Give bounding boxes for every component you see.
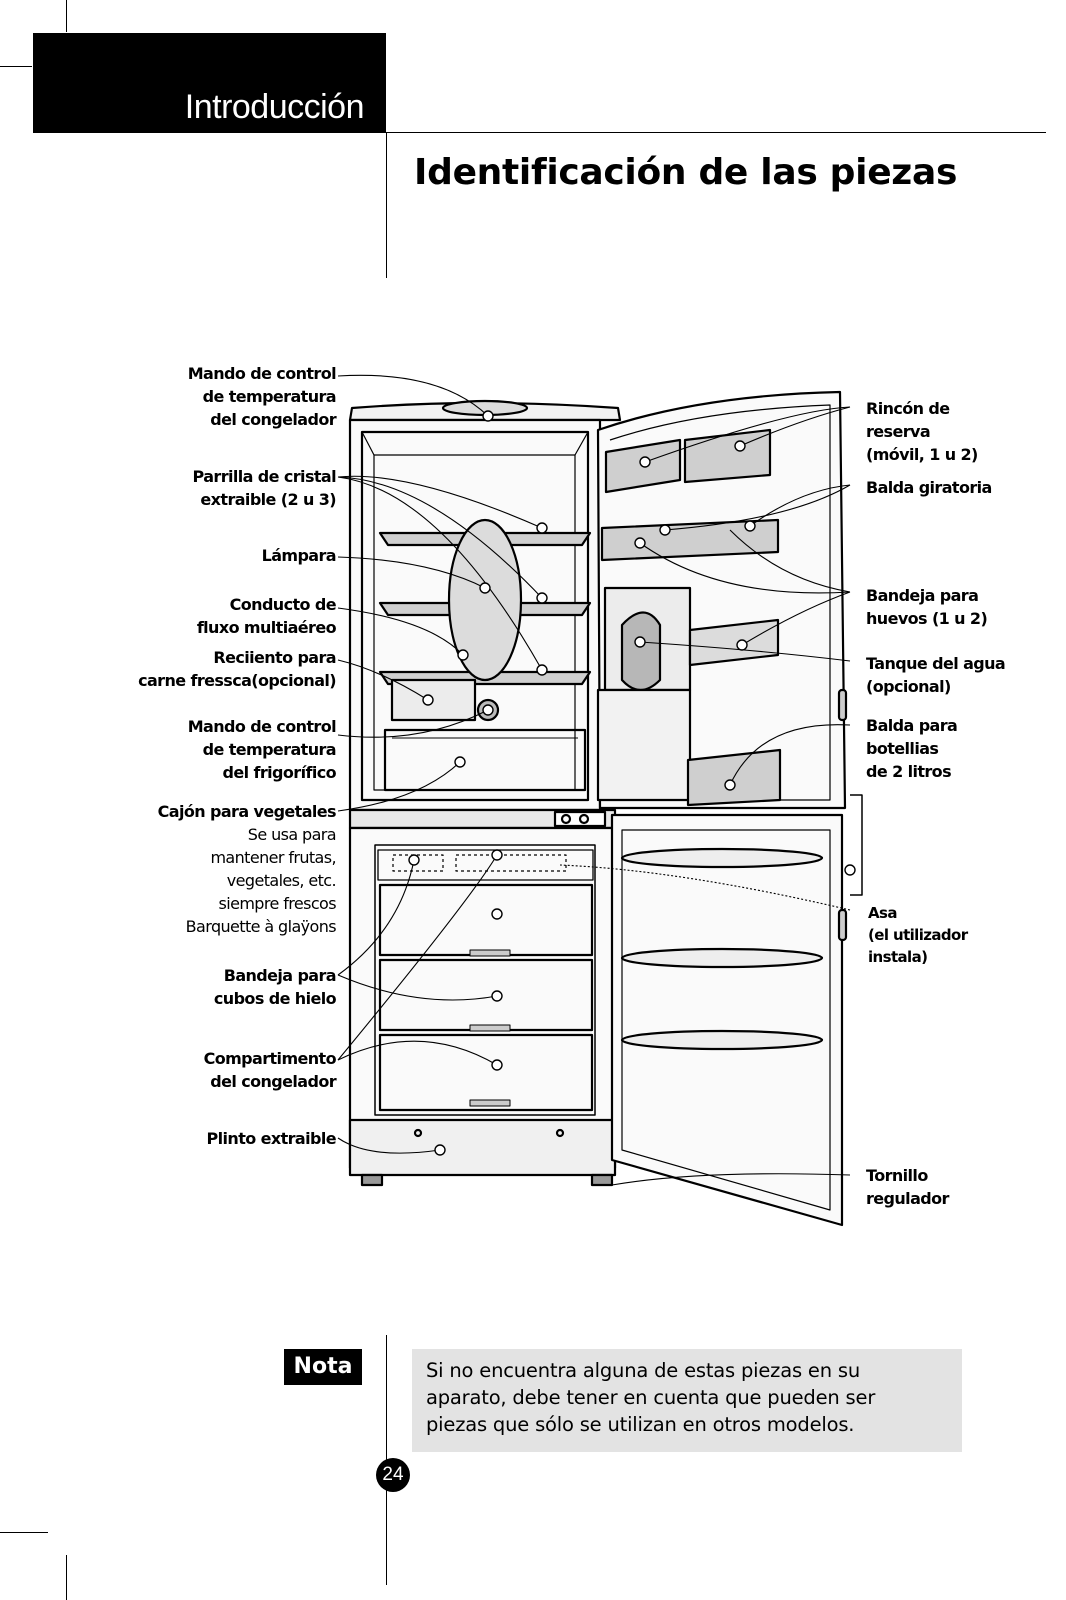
label-freezer-temperature-control: Mando de control de temperatura del cong… <box>187 364 337 429</box>
section-name: Introducción <box>184 88 365 126</box>
section-tab: Introducción <box>33 33 386 133</box>
label-vegetable-drawer: Cajón para vegetales Se usa para mantene… <box>157 802 337 936</box>
label-fresh-meat-box: Reciiento para carne fressca(opcional) <box>138 648 337 690</box>
label-freezer-compartment: Compartimento del congelador <box>203 1049 337 1091</box>
note-badge: Nota <box>284 1349 362 1385</box>
label-fridge-temperature-control: Mando de control de temperatura del frig… <box>187 717 337 782</box>
label-bottle-shelf: Balda para botellias de 2 litros <box>866 716 958 781</box>
label-multi-air-duct: Conducto de fluxo multiaéreo <box>196 595 337 637</box>
crop-mark <box>0 66 32 67</box>
note-line: piezas que sólo se utilizan en otros mod… <box>426 1413 855 1436</box>
crop-mark <box>0 1532 48 1533</box>
note-line: Si no encuentra alguna de estas piezas e… <box>426 1359 860 1382</box>
label-glass-shelf: Parrilla de cristal extraible (2 u 3) <box>192 467 337 509</box>
label-swing-shelf: Balda giratoria <box>866 478 992 497</box>
note-line: aparato, debe tener en cuenta que pueden… <box>426 1386 876 1409</box>
crop-mark <box>66 1555 67 1600</box>
label-removable-plinth: Plinto extraible <box>206 1129 337 1148</box>
header-vertical-rule <box>386 133 387 278</box>
label-handle: Asa (el utilizador instala) <box>868 904 968 966</box>
label-ice-cube-tray: Bandeja para cubos de hielo <box>213 966 337 1008</box>
header-rule <box>386 132 1046 133</box>
crop-mark <box>66 0 67 32</box>
label-water-tank: Tanque del agua (opcional) <box>866 654 1006 696</box>
page-number: 24 <box>376 1458 410 1492</box>
label-lamp: Lámpara <box>261 546 337 565</box>
label-reserve-corner: Rincón de reserva (móvil, 1 u 2) <box>866 399 978 464</box>
label-leveling-screw: Tornillo regulador <box>866 1166 949 1208</box>
page-title: Identificación de las piezas <box>414 152 958 193</box>
label-egg-tray: Bandeja para huevos (1 u 2) <box>866 586 988 628</box>
note-box: Si no encuentra alguna de estas piezas e… <box>412 1349 962 1452</box>
